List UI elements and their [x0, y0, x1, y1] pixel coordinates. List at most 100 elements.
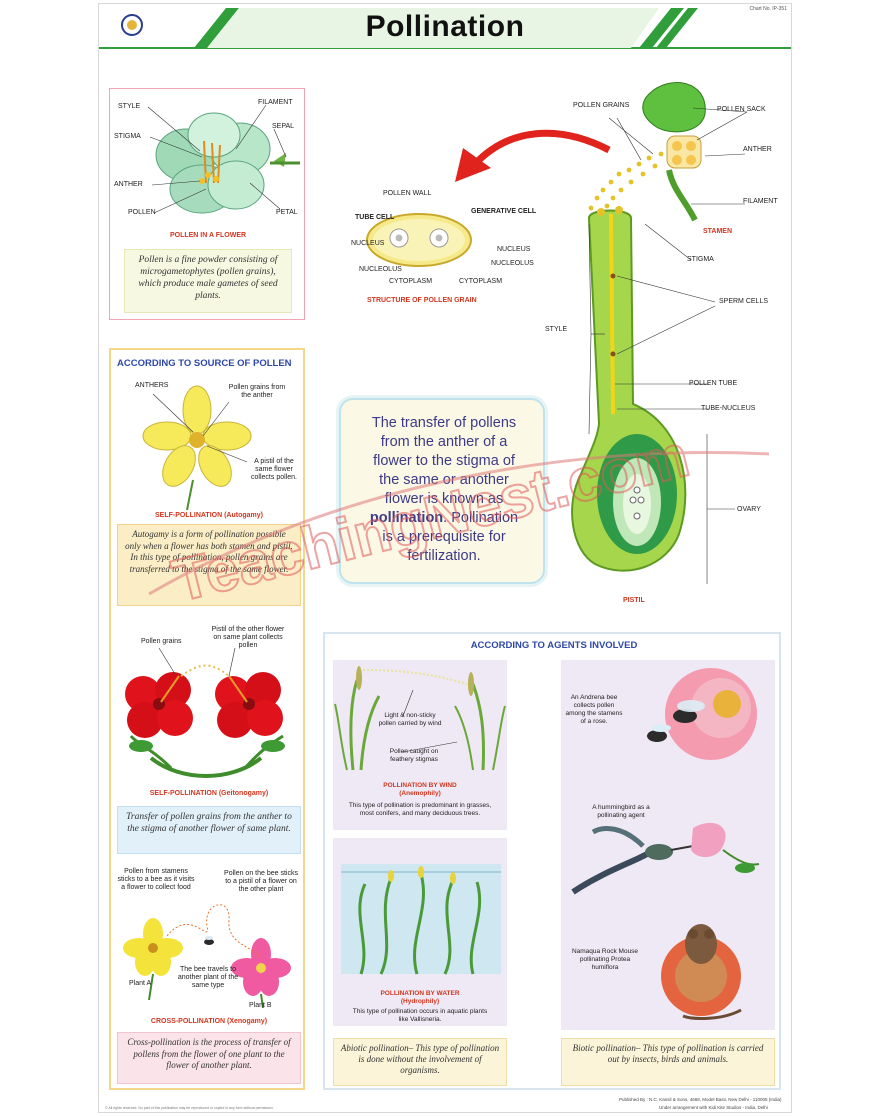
note-geitonogamy: Transfer of pollen grains from the anthe… [117, 806, 301, 854]
desc-water: This type of pollination occurs in aquat… [352, 1008, 488, 1023]
definition-bold-word: pollination [369, 510, 444, 526]
label-pollen-sack: POLLEN SACK [717, 106, 766, 113]
label-petal: PETAL [276, 209, 298, 216]
label-cytoplasm-right: CYTOPLASM [459, 278, 503, 285]
label-pistil-stigma: STIGMA [687, 256, 714, 263]
label-pistil-other-flower: Pistil of the other flower on same plant… [211, 626, 285, 649]
caption-stamen: STAMEN [703, 228, 733, 235]
definition-line-8: fertilization. [407, 548, 481, 564]
biotic-section: An Andrena bee collects pollen among the… [561, 660, 775, 1030]
source-of-pollen-panel: ACCORDING TO SOURCE OF POLLEN ANTHERS Po… [109, 348, 305, 1090]
definition-line-4: the same or another [379, 472, 509, 488]
note-autogamy: Autogamy is a form of pollination possib… [117, 524, 301, 606]
heading-source-of-pollen: ACCORDING TO SOURCE OF POLLEN [117, 358, 292, 369]
note-xenogamy: Cross-pollination is the process of tran… [117, 1032, 301, 1084]
definition-line-2: from the anther of a [380, 434, 508, 450]
red-arrow [455, 129, 611, 182]
label-sepal: SEPAL [272, 123, 295, 130]
label-nucleolus-left: NUCLEOLUS [359, 266, 402, 273]
label-nucleolus-right: NUCLEOLUS [491, 260, 534, 267]
label-hummingbird: A hummingbird as a pollinating agent [592, 804, 650, 819]
publisher-logo [121, 14, 143, 36]
label-stamen-anther: ANTHER [743, 146, 772, 153]
label-generative-cell: GENERATIVE CELL [471, 208, 537, 215]
title-decoration [99, 8, 791, 49]
label-pistil-style: STYLE [545, 326, 568, 333]
definition-line-5: flower is known as [384, 491, 504, 507]
xenogamy-illustration [123, 904, 291, 1009]
hummingbird-illustration [571, 822, 760, 895]
caption-pistil: PISTIL [623, 597, 645, 604]
label-anthers: ANTHERS [135, 382, 169, 389]
stamen-diagram [588, 82, 748, 222]
label-bee-travels: The bee travels to another plant of the … [177, 966, 239, 989]
note-biotic: Biotic pollination– This type of pollina… [561, 1038, 775, 1086]
label-style: STYLE [118, 103, 141, 110]
label-pollen-tube: POLLEN TUBE [689, 380, 738, 387]
label-pistil-same-flower: A pistil of the same flower collects pol… [251, 458, 297, 481]
definition-line-6: pollination. Pollination [341, 509, 547, 528]
mouse-protea-illustration [661, 924, 742, 1020]
caption-water-1: POLLINATION BY WATER [380, 990, 460, 997]
wind-section: Light & non-sticky pollen carried by win… [333, 660, 507, 830]
caption-xenogamy: CROSS-POLLINATION (Xenogamy) [150, 1018, 268, 1025]
label-pollen-grains: POLLEN GRAINS [573, 102, 630, 109]
pistil-diagram [571, 206, 735, 584]
label-nucleus-right: NUCLEUS [497, 246, 531, 253]
caption-geitonogamy: SELF-POLLINATION (Geitonogamy) [149, 790, 269, 797]
geitonogamy-illustration [125, 647, 285, 778]
definition-line-1: The transfer of pollens [371, 415, 517, 431]
label-wind-caught: Pollen caught on feathery stigmas [389, 748, 439, 763]
definition-line-6-rest: . Pollination [443, 510, 519, 526]
water-section: POLLINATION BY WATER (Hydrophily) This t… [333, 838, 507, 1026]
water-vallisneria-illustration [341, 864, 501, 975]
chart-number: Chart No. IP-351 [749, 6, 787, 12]
note-pollen: Pollen is a fine powder consisting of mi… [124, 249, 292, 313]
label-ovary: OVARY [737, 506, 761, 513]
footer-publisher: Published By : N.C. Kansil & Sons, 4668,… [619, 1097, 782, 1102]
desc-wind: This type of pollination is predominant … [348, 802, 492, 817]
label-nucleus-left: NUCLEUS [351, 240, 385, 247]
poster: Pollination Chart No. IP-351 [98, 3, 792, 1113]
definition-line-7: is a prerequisite for [382, 529, 506, 545]
caption-water-2: (Hydrophily) [400, 998, 440, 1005]
agents-panel: ACCORDING TO AGENTS INVOLVED Light & non… [323, 632, 781, 1090]
heading-agents: ACCORDING TO AGENTS INVOLVED [470, 640, 638, 651]
wind-grass-illustration [334, 666, 506, 771]
definition-line-3: flower to the stigma of [373, 453, 515, 469]
label-pollen-wall: POLLEN WALL [383, 190, 432, 197]
caption-wind-2: (Anemophily) [399, 790, 441, 797]
caption-pollen-grain: STRUCTURE OF POLLEN GRAIN [367, 297, 477, 304]
pollen-grain-diagram [366, 213, 472, 267]
footer-arranged: Under arrangement with Kidi Kite Studios… [659, 1105, 768, 1110]
label-plant-a: Plant A [129, 980, 152, 987]
caption-autogamy: SELF-POLLINATION (Autogamy) [155, 512, 263, 519]
label-andrena-bee: An Andrena bee collects pollen among the… [565, 694, 623, 725]
flower-illustration [147, 104, 300, 214]
bee-rose-illustration [647, 668, 757, 760]
label-pollen-from-anther: Pollen grains from the anther [228, 384, 286, 399]
caption-pollen-in-flower: POLLEN IN A FLOWER [169, 232, 247, 239]
label-cytoplasm-left: CYTOPLASM [389, 278, 433, 285]
label-pollen-from-stamens: Pollen from stamens sticks to a bee as i… [117, 868, 195, 891]
note-abiotic: Abiotic pollination– This type of pollin… [333, 1038, 507, 1086]
label-namaqua-mouse: Namaqua Rock Mouse pollinating Protea hu… [571, 948, 639, 971]
label-pollen-grains-geito: Pollen grains [141, 638, 182, 645]
label-stamen-filament: FILAMENT [743, 198, 778, 205]
definition-box: The transfer of pollens from the anther … [339, 398, 545, 584]
label-wind-light: Light & non-sticky pollen carried by win… [378, 712, 442, 727]
label-stigma: STIGMA [114, 133, 141, 140]
footer-copyright: © All rights reserved. No part of this p… [105, 1106, 274, 1110]
label-tube-nucleus: TUBE-NUCLEUS [701, 405, 756, 412]
label-tube-cell: TUBE CELL [355, 214, 395, 221]
page-title: Pollination [365, 10, 525, 43]
title-bar: Pollination Chart No. IP-351 [99, 4, 791, 52]
label-sperm-cells: SPERM CELLS [719, 298, 769, 305]
label-plant-b: Plant B [249, 1002, 272, 1009]
label-anther: ANTHER [114, 181, 143, 188]
label-pollen: POLLEN [128, 209, 156, 216]
label-filament: FILAMENT [258, 99, 293, 106]
pollen-in-flower-panel: STYLE FILAMENT STIGMA SEPAL ANTHER POLLE… [109, 88, 305, 320]
caption-wind-1: POLLINATION BY WIND [383, 782, 457, 789]
label-pollen-on-bee: Pollen on the bee sticks to a pistil of … [224, 870, 298, 893]
